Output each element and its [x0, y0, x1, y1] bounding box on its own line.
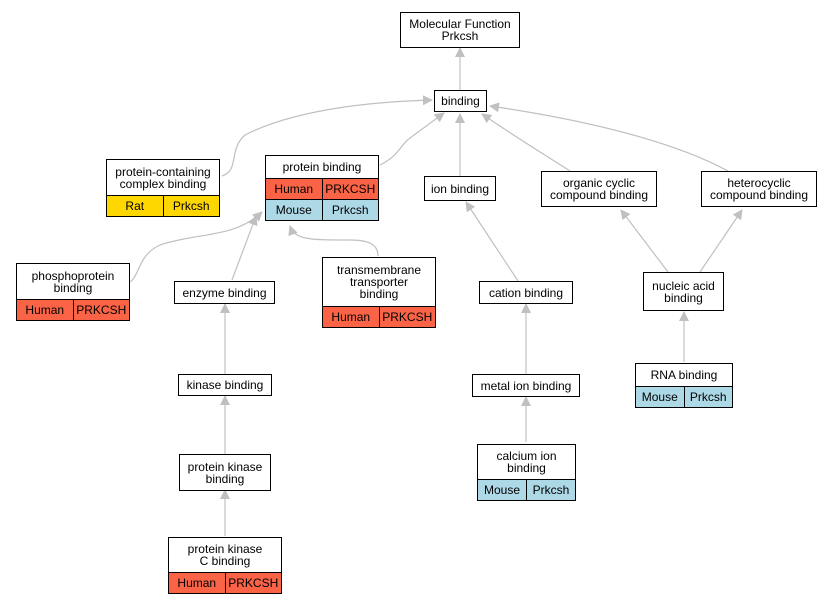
annotation-row: Mouse Prkcsh	[478, 479, 575, 500]
edge-pcb-to-binding	[221, 95, 433, 177]
node-heterocyclic-compound-binding: heterocyclic compound binding	[701, 171, 817, 207]
annotation-row: Human PRKCSH	[266, 178, 378, 199]
node-label: enzyme binding	[182, 285, 267, 300]
annotation-row: Human PRKCSH	[323, 306, 435, 327]
edge-pb-to-binding	[379, 112, 445, 166]
node-transmembrane-transporter-binding: transmembrane transporter binding Human …	[322, 257, 436, 328]
edge-ttb-to-pb	[288, 225, 379, 257]
node-label: protein-containing complex binding	[115, 164, 211, 191]
node-label: organic cyclic compound binding	[549, 176, 649, 202]
species-cell: Human	[266, 179, 322, 199]
edge-ocb-to-binding	[481, 113, 571, 172]
node-label: phosphoprotein binding	[31, 268, 115, 295]
annotation-row: Human PRKCSH	[169, 572, 281, 593]
gene-cell: Prkcsh	[321, 200, 378, 220]
node-label: ion binding	[430, 181, 490, 196]
species-cell: Mouse	[478, 480, 526, 500]
node-enzyme-binding: enzyme binding	[174, 281, 275, 304]
node-metal-ion-binding: metal ion binding	[472, 374, 580, 397]
edge-ppb-to-pb	[129, 211, 263, 283]
node-kinase-binding: kinase binding	[178, 374, 272, 396]
gene-cell: Prkcsh	[683, 387, 732, 407]
node-label: protein kinase C binding	[187, 542, 263, 568]
node-label: transmembrane transporter binding	[336, 263, 422, 301]
gene-cell: PRKCSH	[378, 307, 435, 327]
annotation-row: Human PRKCSH	[17, 299, 129, 320]
node-ion-binding: ion binding	[424, 176, 496, 201]
species-cell: Human	[17, 300, 73, 320]
node-nucleic-acid-binding: nucleic acid binding	[643, 272, 724, 311]
annotation-row: Mouse Prkcsh	[266, 199, 378, 220]
node-label: calcium ion binding	[496, 449, 557, 475]
edge-hcb-to-binding	[489, 102, 729, 172]
annotation-row: Rat Prkcsh	[107, 195, 219, 216]
node-rna-binding: RNA binding Mouse Prkcsh	[635, 363, 733, 408]
edge-enz-to-pb	[231, 215, 258, 281]
node-label: nucleic acid binding	[652, 278, 715, 305]
node-label: cation binding	[488, 285, 564, 300]
species-cell: Human	[323, 307, 379, 327]
node-binding: binding	[434, 90, 487, 112]
species-cell: Mouse	[266, 200, 322, 220]
node-protein-kinase-binding: protein kinase binding	[179, 454, 271, 491]
edge-layer	[129, 47, 743, 536]
node-label: metal ion binding	[480, 378, 572, 393]
node-protein-kinase-c-binding: protein kinase C binding Human PRKCSH	[168, 537, 282, 594]
node-label: protein binding	[282, 160, 362, 174]
species-cell: Mouse	[636, 387, 684, 407]
edge-cat-to-ion	[465, 201, 519, 282]
node-cation-binding: cation binding	[479, 281, 573, 304]
node-protein-binding: protein binding Human PRKCSH Mouse Prkcs…	[265, 155, 379, 221]
node-label: heterocyclic compound binding	[709, 176, 809, 202]
node-label: Molecular Function Prkcsh	[409, 17, 511, 43]
node-protein-containing-complex-binding: protein-containing complex binding Rat P…	[106, 159, 220, 217]
gene-cell: PRKCSH	[72, 300, 129, 320]
node-calcium-ion-binding: calcium ion binding Mouse Prkcsh	[477, 444, 576, 501]
species-cell: Human	[169, 573, 225, 593]
gene-cell: PRKCSH	[321, 179, 378, 199]
node-root: Molecular Function Prkcsh	[400, 12, 520, 48]
gene-cell: Prkcsh	[162, 196, 219, 216]
gene-cell: PRKCSH	[224, 573, 281, 593]
gene-cell: Prkcsh	[526, 480, 575, 500]
node-organic-cyclic-compound-binding: organic cyclic compound binding	[541, 171, 657, 207]
node-label: binding	[441, 94, 480, 108]
node-label: RNA binding	[650, 368, 718, 382]
node-label: kinase binding	[186, 378, 264, 392]
edge-nab-to-hcb	[699, 209, 743, 273]
species-cell: Rat	[107, 196, 163, 216]
node-label: protein kinase binding	[187, 459, 263, 486]
annotation-row: Mouse Prkcsh	[636, 386, 732, 407]
edge-nab-to-ocb	[620, 209, 669, 273]
node-phosphoprotein-binding: phosphoprotein binding Human PRKCSH	[16, 263, 130, 321]
